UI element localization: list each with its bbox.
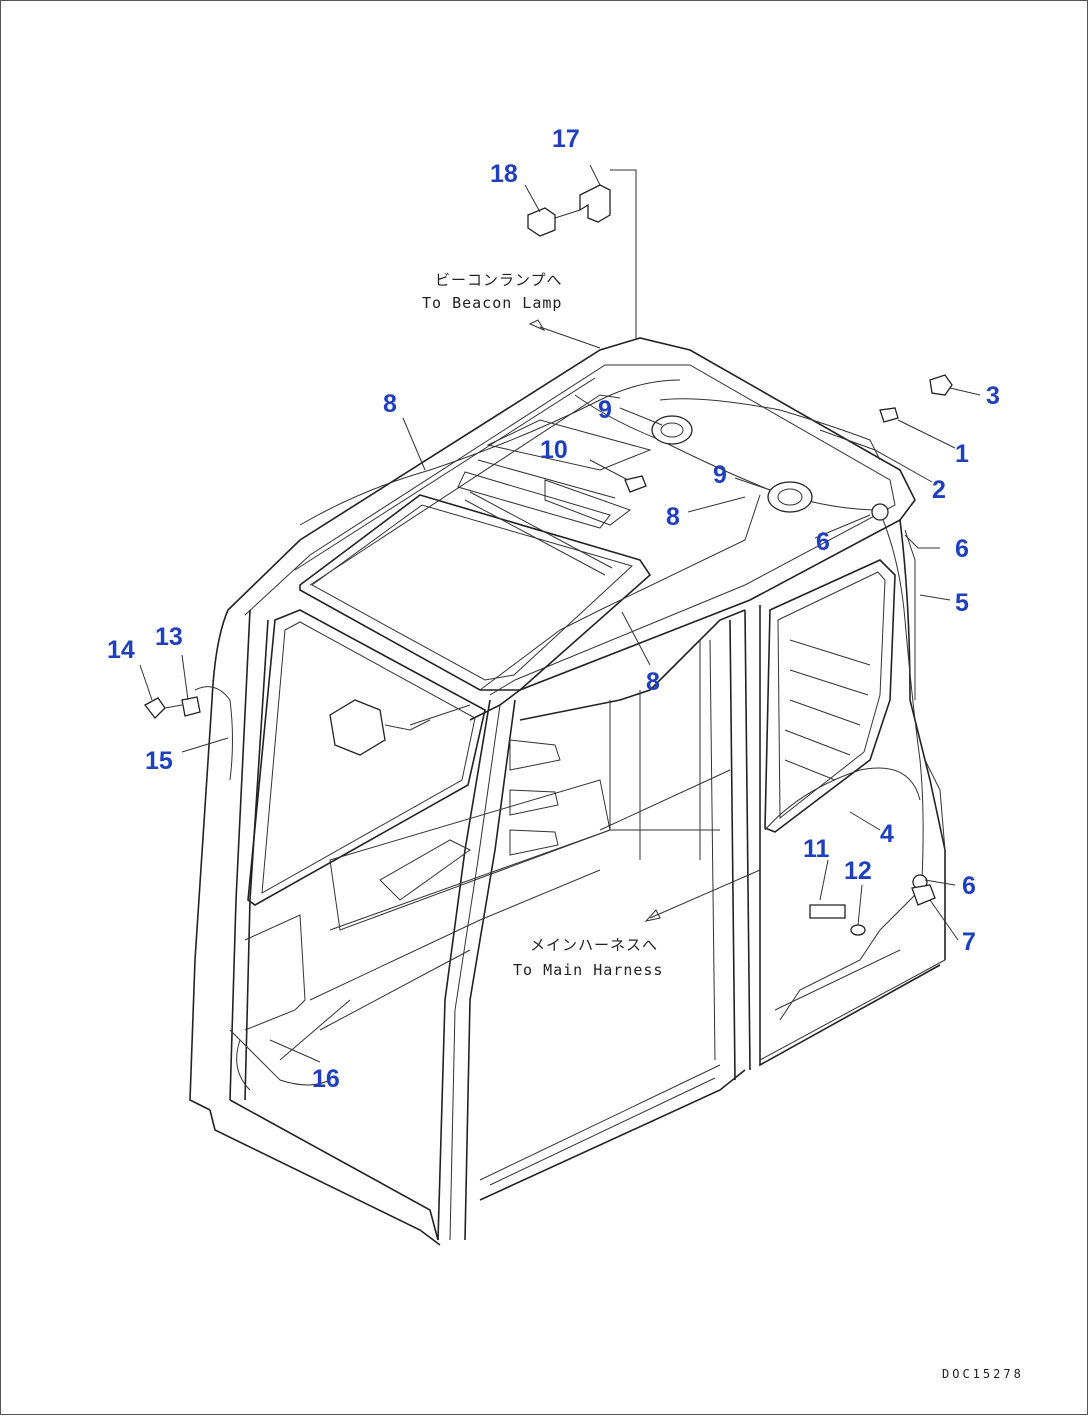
drawing-id: DOC15278 bbox=[942, 1367, 1024, 1381]
note-beacon-en: To Beacon Lamp bbox=[422, 294, 562, 312]
bolt-part-11 bbox=[809, 904, 846, 919]
cab-structure bbox=[189, 337, 946, 1246]
note-beacon-jp: ビーコンランプへ bbox=[435, 271, 563, 289]
grommet-part-6a bbox=[871, 503, 889, 521]
callout-8-top: 8 bbox=[383, 390, 397, 418]
connector-part-3 bbox=[929, 374, 953, 396]
callout-13: 13 bbox=[155, 623, 183, 651]
note-harness-en: To Main Harness bbox=[513, 961, 663, 979]
note-harness-jp: メインハーネスへ bbox=[530, 936, 658, 954]
callout-8-mid: 8 bbox=[666, 503, 680, 531]
callout-15: 15 bbox=[145, 747, 173, 775]
callout-12: 12 bbox=[844, 857, 872, 885]
bracket-part-17 bbox=[579, 184, 611, 223]
leader-lines bbox=[139, 164, 981, 1063]
callout-numbers: 17 18 3 1 2 6 6 5 8 9 10 9 8 8 13 14 15 … bbox=[107, 125, 1000, 1093]
callout-6-top: 6 bbox=[816, 528, 830, 556]
connector-part-14 bbox=[144, 697, 166, 719]
callout-17: 17 bbox=[552, 125, 580, 153]
screw-part-10 bbox=[624, 475, 647, 493]
clip-part-1 bbox=[879, 407, 899, 423]
callout-8-bottom: 8 bbox=[646, 668, 660, 696]
callout-5: 5 bbox=[955, 589, 969, 617]
callout-9-right: 9 bbox=[713, 461, 727, 489]
harness-wires bbox=[194, 379, 924, 1091]
callout-18: 18 bbox=[490, 160, 518, 188]
clip-part-13 bbox=[181, 696, 201, 717]
callout-7: 7 bbox=[962, 928, 976, 956]
room-lamp bbox=[329, 699, 386, 756]
callout-1: 1 bbox=[955, 440, 969, 468]
callout-2: 2 bbox=[932, 476, 946, 504]
callout-3: 3 bbox=[986, 382, 1000, 410]
callout-11: 11 bbox=[803, 835, 830, 863]
callout-10: 10 bbox=[540, 436, 568, 464]
washer-part-12 bbox=[850, 924, 866, 936]
callout-14: 14 bbox=[107, 636, 135, 664]
callout-4: 4 bbox=[880, 820, 894, 848]
callout-6-bottom: 6 bbox=[962, 872, 976, 900]
speaker-part-9b bbox=[767, 481, 813, 513]
speaker-part-9a bbox=[651, 415, 693, 445]
callout-9-left: 9 bbox=[598, 396, 612, 424]
connector-part-7 bbox=[911, 884, 936, 906]
callout-16: 16 bbox=[312, 1065, 340, 1093]
callout-6-right: 6 bbox=[955, 535, 969, 563]
parts bbox=[144, 184, 953, 936]
bolt-part-18 bbox=[527, 207, 581, 237]
